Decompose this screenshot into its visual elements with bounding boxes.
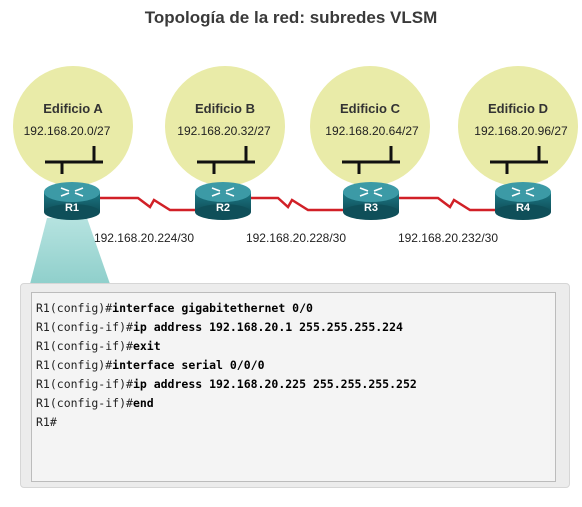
lan-d-symbol [490, 146, 548, 174]
lan-a-symbol [45, 146, 103, 174]
network-topology: Edificio A 192.168.20.0/27 Edificio B 19… [13, 66, 578, 284]
cli-line: R1# [36, 413, 555, 432]
link-r2-r3-network: 192.168.20.228/30 [246, 231, 346, 245]
building-d-name: Edificio D [488, 101, 548, 116]
cli-command: end [132, 396, 154, 410]
link-r1-r2-network: 192.168.20.224/30 [94, 231, 194, 245]
cli-line: R1(config)#interface serial 0/0/0 [36, 356, 555, 375]
cli-console: R1(config)#interface gigabitethernet 0/0… [20, 283, 570, 488]
building-c-circle [310, 66, 430, 186]
cli-line: R1(config)#interface gigabitethernet 0/0 [36, 299, 555, 318]
cli-command: ip address 192.168.20.225 255.255.255.25… [132, 377, 417, 391]
cli-prompt: R1(config-if)# [36, 339, 133, 353]
cli-command: ip address 192.168.20.1 255.255.255.224 [132, 320, 403, 334]
router-r1-label: R1 [65, 202, 79, 214]
router-r4[interactable]: R4 [495, 182, 551, 220]
building-b-network: 192.168.20.32/27 [177, 124, 271, 138]
router-r1[interactable]: R1 [44, 182, 100, 220]
serial-link-r2-r3 [250, 196, 345, 212]
cli-command: interface serial 0/0/0 [112, 358, 265, 372]
r1-callout [30, 218, 110, 284]
building-a-circle [13, 66, 133, 186]
link-r3-r4-network: 192.168.20.232/30 [398, 231, 498, 245]
router-r3-label: R3 [364, 202, 378, 214]
cli-prompt: R1(config)# [36, 358, 113, 372]
serial-link-r1-r2 [98, 196, 197, 212]
cli-line: R1(config-if)#ip address 192.168.20.225 … [36, 375, 555, 394]
lan-b-symbol [197, 146, 255, 174]
building-b-name: Edificio B [195, 101, 255, 116]
building-c-network: 192.168.20.64/27 [325, 124, 419, 138]
cli-prompt: R1(config-if)# [36, 320, 133, 334]
building-a-network: 192.168.20.0/27 [24, 124, 111, 138]
cli-prompt: R1(config-if)# [36, 377, 133, 391]
cli-line: R1(config-if)#end [36, 394, 555, 413]
serial-link-r3-r4 [397, 196, 495, 212]
router-r2[interactable]: R2 [195, 182, 251, 220]
cli-line: R1(config-if)#exit [36, 337, 555, 356]
router-r2-label: R2 [216, 202, 230, 214]
router-r4-label: R4 [516, 202, 531, 214]
cli-line: R1(config-if)#ip address 192.168.20.1 25… [36, 318, 555, 337]
cli-output: R1(config)#interface gigabitethernet 0/0… [31, 292, 556, 482]
cli-command: exit [132, 339, 161, 353]
diagram-title: Topología de la red: subredes VLSM [144, 8, 438, 27]
building-d-network: 192.168.20.96/27 [474, 124, 568, 138]
cli-prompt: R1(config)# [36, 301, 113, 315]
cli-command: interface gigabitethernet 0/0 [112, 301, 313, 315]
building-a-name: Edificio A [43, 101, 103, 116]
building-d-circle [458, 66, 578, 186]
cli-prompt: R1# [36, 415, 57, 429]
lan-c-symbol [342, 146, 400, 174]
cli-prompt: R1(config-if)# [36, 396, 133, 410]
building-c-name: Edificio C [340, 101, 401, 116]
router-r3[interactable]: R3 [343, 182, 399, 220]
building-b-circle [165, 66, 285, 186]
